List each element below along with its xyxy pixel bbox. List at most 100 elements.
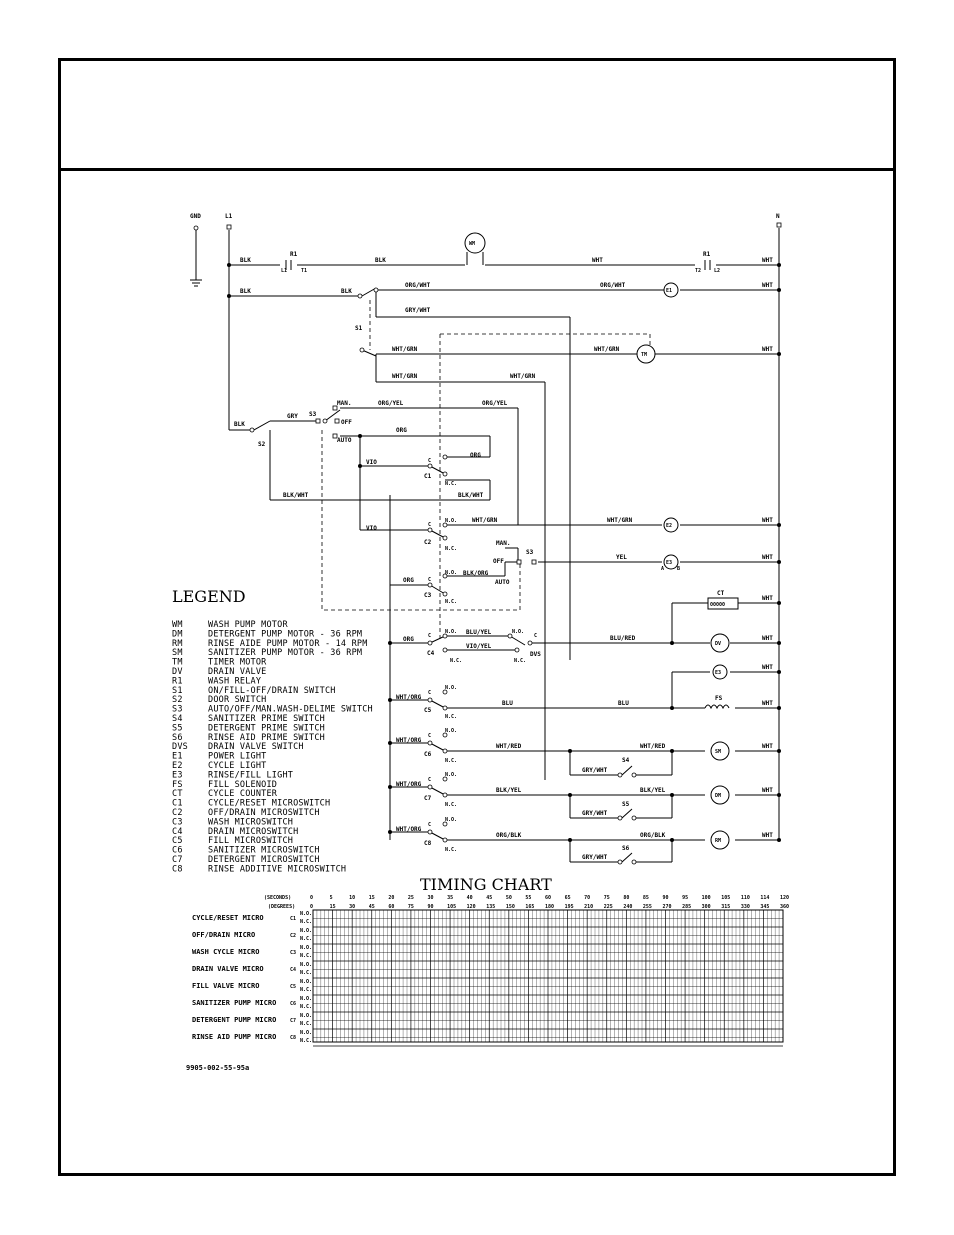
legend-code: E3 (172, 770, 183, 780)
legend-desc: DETERGENT PUMP MOTOR - 36 RPM (208, 629, 362, 639)
legend-code: S4 (172, 714, 183, 724)
legend-code: C8 (172, 864, 183, 874)
wire-blk-yel-1: BLK/YEL (496, 787, 522, 794)
wire-vio-yel: VIO/YEL (466, 643, 492, 650)
label-c4: C4 (427, 650, 435, 657)
degrees-tick: 270 (663, 904, 672, 910)
wire-blk-wht-2: BLK/WHT (458, 492, 484, 499)
degrees-tick: 240 (623, 904, 632, 910)
timing-row-nc: N.C. (300, 987, 312, 993)
timing-row-name: DETERGENT PUMP MICRO (192, 1016, 276, 1024)
label-man: MAN. (337, 400, 351, 407)
wire-wht-11: WHT (762, 743, 773, 750)
label-fs: FS (715, 695, 723, 702)
degrees-tick: 75 (408, 904, 414, 910)
label-no-4: N.O. (445, 629, 457, 635)
seconds-tick: 100 (702, 895, 711, 901)
seconds-tick: 5 (330, 895, 333, 901)
wire-blk-wht-1: BLK/WHT (283, 492, 309, 499)
label-r1-right: R1 (703, 251, 711, 258)
seconds-tick: 10 (349, 895, 355, 901)
wire-wht-7: WHT (762, 595, 773, 602)
timing-row-no: N.O. (300, 996, 312, 1002)
wire-blk-org: BLK/ORG (463, 570, 489, 577)
legend-desc: RINSE AIDE PUMP MOTOR - 14 RPM (208, 639, 368, 649)
legend-desc: FILL MICROSWITCH (208, 836, 293, 846)
timing-row-name: CYCLE/RESET MICRO (192, 914, 264, 922)
legend-code: FS (172, 780, 183, 790)
legend-code: S6 (172, 733, 183, 743)
seconds-tick: 70 (584, 895, 590, 901)
seconds-tick: 105 (721, 895, 730, 901)
wire-blk-1: BLK (240, 257, 251, 264)
legend-desc: DOOR SWITCH (208, 695, 267, 705)
degrees-tick: 0 (310, 904, 313, 910)
legend-code: C6 (172, 846, 183, 856)
seconds-axis-label: (SECONDS) (264, 895, 291, 901)
legend-desc: WASH RELAY (208, 676, 261, 686)
label-nc-3: N.C. (445, 599, 457, 605)
wire-wht-2: WHT (762, 257, 773, 264)
seconds-tick: 15 (369, 895, 375, 901)
timing-row-name: RINSE AID PUMP MICRO (192, 1033, 276, 1041)
label-l1: L1 (225, 213, 233, 220)
legend-desc: DETERGENT PRIME SWITCH (208, 723, 325, 733)
label-s1: S1 (355, 325, 363, 332)
label-s3b: S3 (526, 549, 534, 556)
label-nc-2: N.C. (445, 546, 457, 552)
wire-wht-red-2: WHT/RED (640, 743, 666, 750)
label-no-2: N.O. (445, 518, 457, 524)
rinse-motor-symbol (710, 830, 730, 850)
degrees-tick: 210 (584, 904, 593, 910)
timing-row-no: N.O. (300, 1030, 312, 1036)
wire-blk-yel-2: BLK/YEL (640, 787, 666, 794)
timing-row-name: DRAIN VALVE MICRO (192, 965, 264, 973)
label-e2: E2 (666, 523, 672, 529)
wire-wht-grn-4: WHT/GRN (510, 373, 536, 380)
timing-row-name: OFF/DRAIN MICRO (192, 931, 255, 939)
label-dv: DV (715, 641, 721, 647)
legend-code: SM (172, 648, 183, 658)
seconds-tick: 35 (447, 895, 453, 901)
wire-blk-4: BLK (341, 288, 352, 295)
legend-code: TM (172, 658, 183, 668)
label-nc-4: N.C. (450, 658, 462, 664)
wire-wht-9: WHT (762, 664, 773, 671)
legend-desc: SANITIZER PRIME SWITCH (208, 714, 325, 724)
seconds-tick: 55 (525, 895, 531, 901)
label-l1-relay: L1 (281, 268, 287, 274)
sanitizer-motor-symbol (710, 741, 730, 761)
degrees-tick: 90 (428, 904, 434, 910)
label-c1: C1 (424, 473, 432, 480)
legend-desc: RINSE/FILL LIGHT (208, 770, 293, 780)
legend-code: C1 (172, 799, 183, 809)
legend-code: C7 (172, 855, 183, 865)
wire-wht-grn-5: WHT/GRN (472, 517, 498, 524)
label-l2: L2 (714, 268, 720, 274)
wire-wht-8: WHT (762, 635, 773, 642)
label-auto-2: AUTO (495, 579, 510, 586)
label-r1-left: R1 (290, 251, 298, 258)
legend-desc: DRAIN VALVE (208, 667, 267, 677)
legend-desc: WASH MICROSWITCH (208, 817, 293, 827)
degrees-tick: 15 (330, 904, 336, 910)
label-c-2: C (428, 522, 431, 528)
legend-title: LEGEND (172, 587, 246, 606)
label-c7: C7 (424, 795, 432, 802)
wire-wht-grn-6: WHT/GRN (607, 517, 633, 524)
wire-wht-red-1: WHT/RED (496, 743, 522, 750)
label-dm: DM (715, 793, 721, 799)
wire-wht-6: WHT (762, 554, 773, 561)
degrees-tick: 60 (388, 904, 394, 910)
seconds-tick: 80 (623, 895, 629, 901)
wire-org-3: ORG (403, 577, 414, 584)
degrees-tick: 120 (467, 904, 476, 910)
degrees-tick: 165 (525, 904, 534, 910)
seconds-tick: 90 (663, 895, 669, 901)
seconds-tick: 95 (682, 895, 688, 901)
wire-wht-12: WHT (762, 787, 773, 794)
label-s5: S5 (622, 801, 630, 808)
wire-org-yel-1: ORG/YEL (378, 400, 404, 407)
label-e3: E3 (666, 560, 672, 566)
legend-desc: ON/FILL-OFF/DRAIN SWITCH (208, 686, 336, 696)
